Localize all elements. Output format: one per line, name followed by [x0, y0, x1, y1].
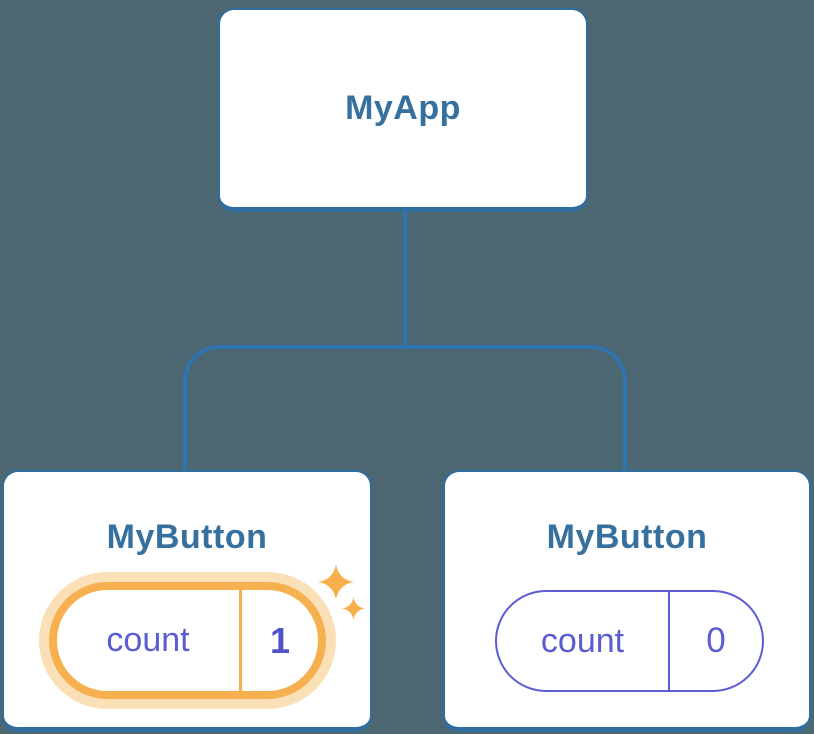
node-mybutton-left: MyButton count 1 [2, 470, 372, 732]
state-name-label: count [540, 621, 625, 660]
state-name-label: count [106, 621, 190, 659]
node-myapp: MyApp [218, 8, 588, 212]
sparkle-icon-small [342, 597, 365, 620]
state-badge-divider [239, 590, 242, 691]
node-mybutton-right-title: MyButton [546, 518, 708, 556]
node-myapp-title: MyApp [345, 89, 461, 127]
state-badge-count: count 0 [495, 590, 764, 692]
connector-stem [403, 211, 407, 347]
state-value: 1 [269, 619, 291, 661]
node-mybutton-left-title: MyButton [106, 518, 268, 556]
state-badge-count-highlighted: count 1 [49, 582, 326, 699]
sparkle-icon-large [318, 564, 354, 600]
node-mybutton-right: MyButton count 0 [443, 470, 811, 732]
state-badge-divider [668, 592, 670, 690]
state-value: 0 [706, 621, 726, 660]
connector-branch [183, 345, 627, 470]
